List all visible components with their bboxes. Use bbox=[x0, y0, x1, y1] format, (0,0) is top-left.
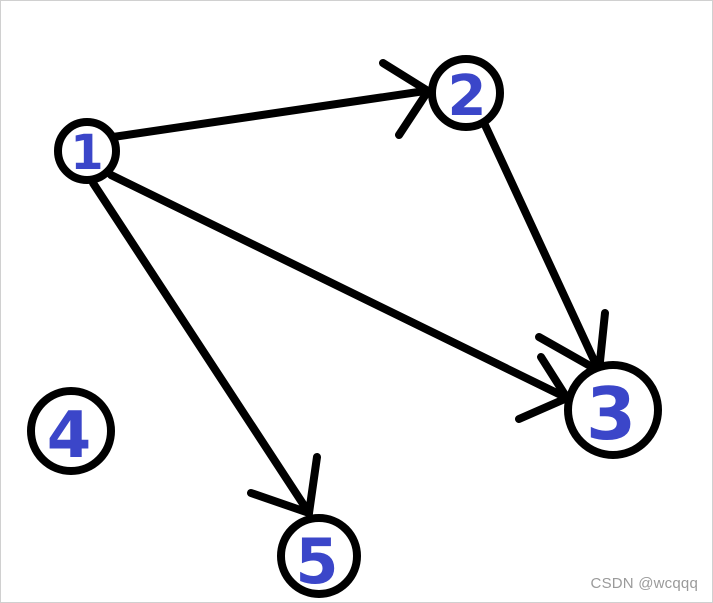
node-2: 2 bbox=[428, 55, 504, 131]
node-3-label: 3 bbox=[586, 372, 636, 456]
nodes: 1 2 3 4 5 bbox=[27, 55, 662, 598]
arrowhead-1-2 bbox=[379, 59, 432, 139]
node-4-circle bbox=[27, 387, 115, 475]
node-4-label: 4 bbox=[47, 399, 92, 473]
node-5-circle bbox=[277, 514, 361, 598]
node-1-label: 1 bbox=[70, 125, 103, 181]
arrowhead-1-5 bbox=[247, 453, 321, 517]
node-5-label: 5 bbox=[295, 525, 338, 598]
node-2-circle bbox=[428, 55, 504, 131]
edge-2-3 bbox=[481, 121, 609, 375]
edge-line-1-3 bbox=[107, 171, 571, 402]
edge-1-2 bbox=[109, 59, 432, 141]
edge-line-1-5 bbox=[89, 179, 313, 517]
watermark-text: CSDN @wcqqq bbox=[590, 575, 698, 592]
edge-1-5 bbox=[89, 179, 321, 517]
node-1-circle bbox=[54, 118, 120, 184]
edges bbox=[89, 59, 609, 517]
node-5: 5 bbox=[277, 514, 361, 598]
node-3-circle bbox=[564, 361, 662, 459]
node-4: 4 bbox=[27, 387, 115, 475]
edge-line-2-3 bbox=[481, 121, 603, 375]
edge-line-1-2 bbox=[109, 87, 429, 141]
node-1: 1 bbox=[54, 118, 120, 184]
edge-1-3 bbox=[107, 171, 571, 423]
node-3: 3 bbox=[564, 361, 662, 459]
node-2-label: 2 bbox=[448, 64, 487, 129]
